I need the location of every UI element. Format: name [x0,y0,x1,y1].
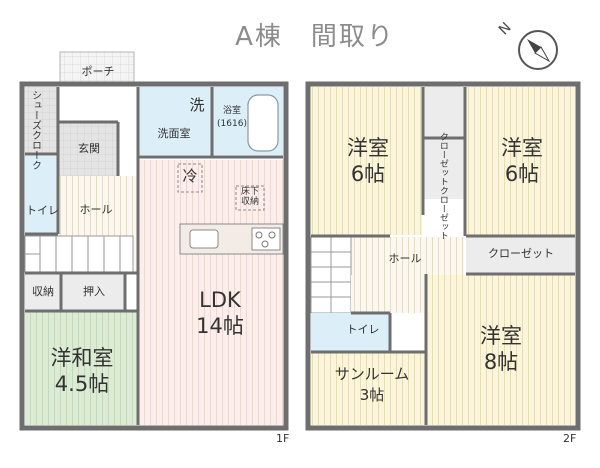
floor-1f-label: 1F [276,432,290,445]
stairs-2f [310,236,352,314]
sunroom-size-label: 3帖 [359,386,385,404]
closet-b-text: クローゼット [437,186,448,240]
underfloor-label: 床下 収納 [240,187,259,208]
floor-1f [19,51,289,431]
room-b-size-label: 6帖 [504,162,540,186]
floor-2f [305,81,581,431]
closet-a-label: クローゼット [428,92,456,186]
porch-label: ポーチ [81,65,115,78]
entrance-label: 玄関 [78,142,100,155]
interior-walls-2f [311,87,575,425]
room-b-name-label: 洋室 [501,136,543,160]
room-b-area [466,87,575,235]
room-c-area [427,275,575,425]
stove [251,227,281,251]
bath-size-label: (1616) [217,119,247,129]
room-a-size-label: 6帖 [350,162,386,186]
room-c-name-label: 洋室 [480,324,522,348]
toilet-1f-area [25,156,58,234]
underfloor-box [235,185,265,211]
room-a-name-label: 洋室 [347,136,389,160]
oshiire-label: 押入 [83,285,105,298]
wajitsu-name-label: 洋和室 [50,346,114,370]
shoes-cloak-area [25,87,58,154]
floor-2f-label: 2F [563,432,577,445]
closet-c-label: クローゼット [488,247,554,260]
oshiire-area [61,274,125,310]
ldk-area [138,160,283,425]
entrance-area [58,122,118,176]
closet-b-area [424,139,464,199]
toilet-1f-label: トイレ [26,204,59,217]
interior-walls-1f [25,87,283,425]
washroom-label: 洗面室 [157,127,191,140]
wajitsu-area [25,312,138,425]
sunroom-name-label: サンルーム [334,365,410,383]
room-a-area [311,87,422,235]
toilet-2f-label: トイレ [346,323,380,336]
page-title: A棟 間取り [235,22,395,52]
fridge-label: 冷 [182,167,198,185]
ldk-name-label: LDK [199,288,241,312]
fridge-box [177,163,203,193]
closet-a-area [424,87,464,137]
storage-area [25,274,61,310]
shoes-cloak-label: シューズクローク [29,90,41,170]
closet-a-text: クローゼット [437,132,448,186]
storage-label: 収納 [32,285,54,298]
compass [518,30,558,70]
closet-b-label: クローゼット [428,146,456,240]
room-c-size-label: 8帖 [483,350,519,374]
closet-c-area [466,237,575,273]
bath-label: 浴室 [222,106,241,116]
wash-mark-label: 洗 [189,96,205,114]
stairs-1f [24,235,134,273]
bathtub [247,94,279,152]
hall-1f-label: ホール [79,203,113,216]
toilet-2f-area [311,313,389,351]
hall-2f-label: ホール [388,252,422,265]
washroom-area [138,87,212,155]
ldk-size-label: 14帖 [196,314,244,338]
wajitsu-size-label: 4.5帖 [54,372,110,396]
hall-2f-lower [351,275,425,313]
sink [189,229,219,249]
sunroom-area [311,353,425,425]
shoes-cloak-text: シューズクローク [29,90,41,170]
